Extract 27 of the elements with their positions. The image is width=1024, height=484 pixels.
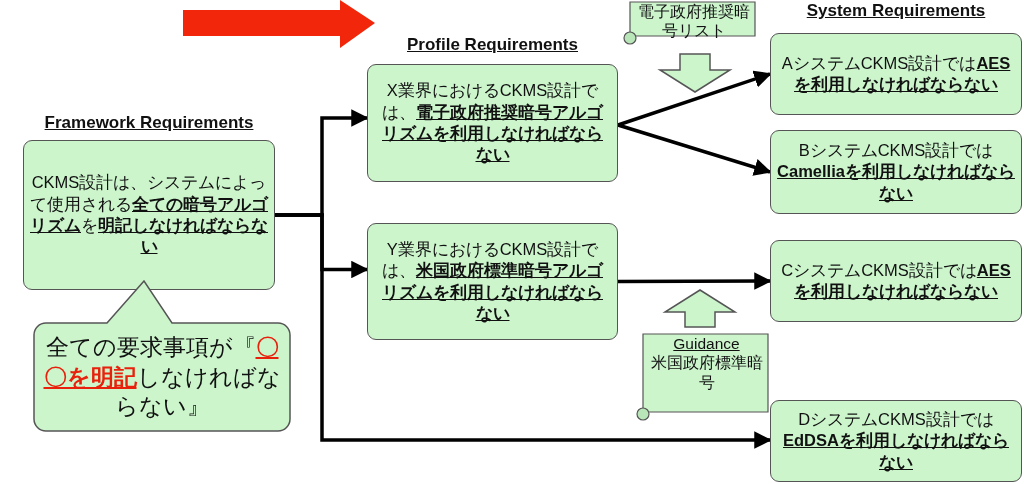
requirement-box (367, 223, 618, 340)
arrow (618, 272, 772, 290)
node-text: CKMS設計は、システムによって使用される全ての暗号アルゴリズムを明記しなければならない (30, 172, 268, 258)
block-arrow (662, 289, 738, 328)
node-text: 米国政府標準暗号 (649, 353, 764, 393)
node-text: X業界におけるCKMS設計では、電子政府推奨暗号アルゴリズムを利用しなければならない (381, 80, 605, 166)
arrow (617, 123, 772, 176)
node-text: 電子政府推奨暗号リスト (636, 2, 751, 41)
requirement-box (770, 400, 1022, 482)
scroll-note (635, 332, 770, 422)
section-heading: Framework Requirements (44, 113, 254, 133)
node-text: DシステムCKMS設計ではEdDSAを利用しなければならない (782, 408, 1010, 474)
block-arrow (657, 53, 733, 93)
scroll-note (622, 0, 757, 46)
arrow (275, 213, 772, 449)
node-text: 全ての要求事項が『〇〇を明記しなければならない』 (42, 332, 282, 422)
requirement-box (770, 240, 1022, 322)
node-text: Guidance (673, 334, 740, 354)
arrow (617, 70, 772, 127)
node-text: Y業界におけるCKMS設計では、米国政府標準暗号アルゴリズムを利用しなければならない (381, 238, 605, 325)
section-heading: System Requirements (806, 1, 986, 21)
node-text: AシステムCKMS設計ではAESを利用しなければならない (780, 52, 1012, 96)
node-text: BシステムCKMS設計ではCamelliaを利用しなければならない (777, 139, 1015, 205)
requirement-box (770, 130, 1022, 214)
speech-bubble (32, 280, 292, 433)
section-heading: Profile Requirements (407, 35, 578, 55)
node-text: CシステムCKMS設計ではAESを利用しなければならない (780, 259, 1012, 303)
